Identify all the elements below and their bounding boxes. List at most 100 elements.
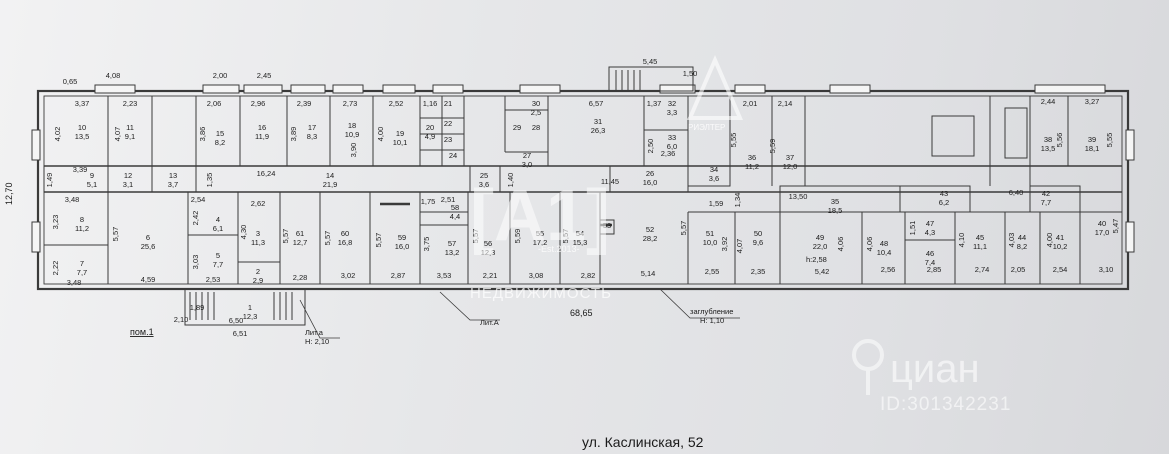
a1-logo-watermark: [A1] bbox=[470, 176, 610, 256]
outer-wall bbox=[36, 89, 1130, 291]
room-number-2: 2 bbox=[256, 267, 260, 276]
dim-vertical-2: 3,86 bbox=[198, 127, 207, 142]
dim-vertical-14: 3,23 bbox=[51, 215, 60, 230]
dim-vertical-19: 4,30 bbox=[239, 225, 248, 240]
room-area-60: 16,8 bbox=[338, 238, 353, 247]
dim-mid-8: 2,62 bbox=[251, 199, 266, 208]
room-area-5: 7,7 bbox=[213, 260, 223, 269]
dim-vertical-24: 5,57 bbox=[471, 229, 480, 244]
dim-mid-3: 2,36 bbox=[661, 149, 676, 158]
room-area-26: 16,0 bbox=[643, 178, 658, 187]
dim-vertical-35: 5,47 bbox=[1111, 219, 1120, 234]
dim-mid-4: 13,50 bbox=[789, 192, 808, 201]
room-number-22: 22 bbox=[444, 119, 452, 128]
nedvizhimost-watermark: НЕДВИЖИМОСТЬ bbox=[470, 285, 612, 302]
room-area-38: 13,5 bbox=[1041, 144, 1056, 153]
dim-bottom-0: 3,48 bbox=[67, 278, 82, 287]
dim-mid-10: 1,75 bbox=[421, 197, 436, 206]
dim-vertical-20: 5,57 bbox=[281, 229, 290, 244]
dim-top-15: 1,37 bbox=[647, 99, 662, 108]
room-number-55: 55 bbox=[536, 229, 544, 238]
room-number-15: 15 bbox=[216, 129, 224, 138]
room-53-box bbox=[599, 219, 615, 235]
room-number-54: 54 bbox=[576, 229, 584, 238]
dim-top-9: 2,96 bbox=[251, 99, 266, 108]
dim-vertical-1: 4,07 bbox=[113, 127, 122, 142]
cian-logo-icon bbox=[852, 339, 884, 395]
dim-bottom-20: 6,50 bbox=[229, 316, 244, 325]
dim-top-2: 2,00 bbox=[213, 71, 228, 80]
room-number-29: 29 bbox=[513, 123, 521, 132]
dim-vertical-10: 5,55 bbox=[729, 133, 738, 148]
dim-vertical-31: 1,51 bbox=[908, 221, 917, 236]
room-number-17: 17 bbox=[308, 123, 316, 132]
room-area-58: 4,4 bbox=[450, 212, 460, 221]
dim-bottom-8: 3,08 bbox=[529, 271, 544, 280]
dim-vertical-23: 3,75 bbox=[422, 237, 431, 252]
dim-vertical-4: 3,90 bbox=[349, 143, 358, 158]
room-area-43: 6,2 bbox=[939, 198, 949, 207]
dim-bottom-2: 2,53 bbox=[206, 275, 221, 284]
room-number-30: 30 bbox=[532, 99, 540, 108]
room-number-28: 28 bbox=[532, 123, 540, 132]
dim-top-6: 3,37 bbox=[75, 99, 90, 108]
room-area-56: 12,3 bbox=[481, 248, 496, 257]
dim-top-1: 4,08 bbox=[106, 71, 121, 80]
room-number-36: 36 bbox=[748, 153, 756, 162]
dim-bottom-7: 2,21 bbox=[483, 271, 498, 280]
dim-mid-6: 3,48 bbox=[65, 195, 80, 204]
room-number-44: 44 bbox=[1018, 233, 1026, 242]
room-area-39: 18,1 bbox=[1085, 144, 1100, 153]
room-number-31: 31 bbox=[594, 117, 602, 126]
dim-vertical-34: 4,00 bbox=[1045, 233, 1054, 248]
dim-vertical-29: 4,06 bbox=[836, 237, 845, 252]
dim-top-8: 2,06 bbox=[207, 99, 222, 108]
dim-top-0: 0,65 bbox=[63, 77, 78, 86]
room-area-52: 28,2 bbox=[643, 234, 658, 243]
rielter-logo-icon bbox=[686, 54, 744, 120]
dim-vertical-36: 3,92 bbox=[720, 237, 729, 252]
dim-vertical-17: 2,42 bbox=[191, 211, 200, 226]
dim-top-13: 1,16 bbox=[423, 99, 438, 108]
room-area-46: 7,4 bbox=[925, 258, 935, 267]
dim-top-4: 5,45 bbox=[643, 57, 658, 66]
room-area-15: 8,2 bbox=[215, 138, 225, 147]
zaglub-height-label: Н: 1,10 bbox=[700, 316, 724, 325]
dim-vertical-27: 5,57 bbox=[679, 221, 688, 236]
room-number-47: 47 bbox=[926, 219, 934, 228]
room-number-7: 7 bbox=[80, 259, 84, 268]
room-area-42: 7,7 bbox=[1041, 198, 1051, 207]
dim-bottom-11: 2,55 bbox=[705, 267, 720, 276]
room-number-38: 38 bbox=[1044, 135, 1052, 144]
room-number-40: 40 bbox=[1098, 219, 1106, 228]
room-number-49: 49 bbox=[816, 233, 824, 242]
room-area-47: 4,3 bbox=[925, 228, 935, 237]
dim-mid-5: 6,40 bbox=[1009, 188, 1024, 197]
room-number-56: 56 bbox=[484, 239, 492, 248]
dim-top-10: 2,39 bbox=[297, 99, 312, 108]
door-marks bbox=[380, 202, 612, 227]
dim-vertical-22: 5,57 bbox=[374, 233, 383, 248]
dim-top-17: 2,14 bbox=[778, 99, 793, 108]
room-number-32: 32 bbox=[668, 99, 676, 108]
dim-bottom-19: 3,10 bbox=[1099, 265, 1114, 274]
bottom-entrance-porch bbox=[184, 288, 306, 326]
room-area-33: 6,0 bbox=[667, 142, 677, 151]
room-number-20: 20 bbox=[426, 123, 434, 132]
room-number-43: 43 bbox=[940, 189, 948, 198]
dim-bottom-10: 5,14 bbox=[641, 269, 656, 278]
room-number-59: 59 bbox=[398, 233, 406, 242]
dim-vertical-13: 5,55 bbox=[1105, 133, 1114, 148]
dim-mid-1: 16,24 bbox=[257, 169, 276, 178]
room-area-59: 16,0 bbox=[395, 242, 410, 251]
room-area-20: 4,9 bbox=[425, 132, 435, 141]
room-number-11: 11 bbox=[126, 123, 134, 132]
room-area-6: 25,6 bbox=[141, 242, 156, 251]
room-area-32: 3,3 bbox=[667, 108, 677, 117]
dim-vertical-11: 5,59 bbox=[768, 139, 777, 154]
room-number-33: 33 bbox=[668, 133, 676, 142]
room-area-17: 8,3 bbox=[307, 132, 317, 141]
leader-lines bbox=[299, 288, 740, 339]
